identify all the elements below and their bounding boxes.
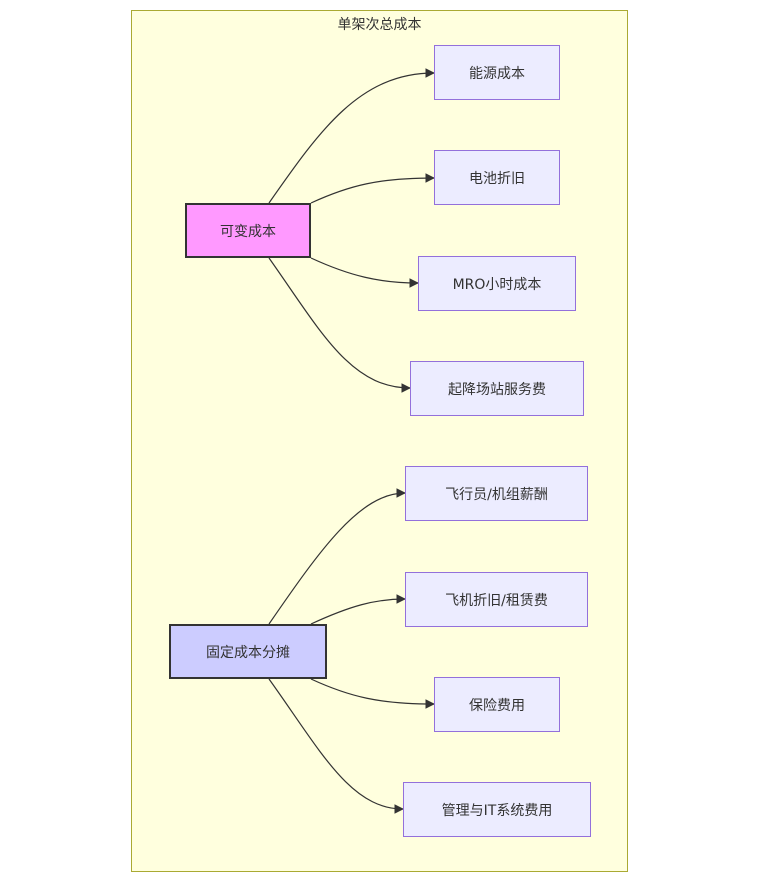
subgraph-total-cost: 单架次总成本 [131, 10, 628, 872]
node-mro-hourly-cost[interactable]: MRO小时成本 [418, 256, 576, 311]
node-fixed-cost[interactable]: 固定成本分摊 [169, 624, 327, 679]
node-aircraft-depreciation-lease[interactable]: 飞机折旧/租赁费 [405, 572, 588, 627]
node-battery-depreciation[interactable]: 电池折旧 [434, 150, 560, 205]
node-insurance[interactable]: 保险费用 [434, 677, 560, 732]
node-variable-cost[interactable]: 可变成本 [185, 203, 311, 258]
node-energy-cost[interactable]: 能源成本 [434, 45, 560, 100]
node-airport-service-fee[interactable]: 起降场站服务费 [410, 361, 584, 416]
subgraph-title: 单架次总成本 [337, 17, 422, 33]
node-crew-salary[interactable]: 飞行员/机组薪酬 [405, 466, 588, 521]
node-admin-it-cost[interactable]: 管理与IT系统费用 [403, 782, 591, 837]
